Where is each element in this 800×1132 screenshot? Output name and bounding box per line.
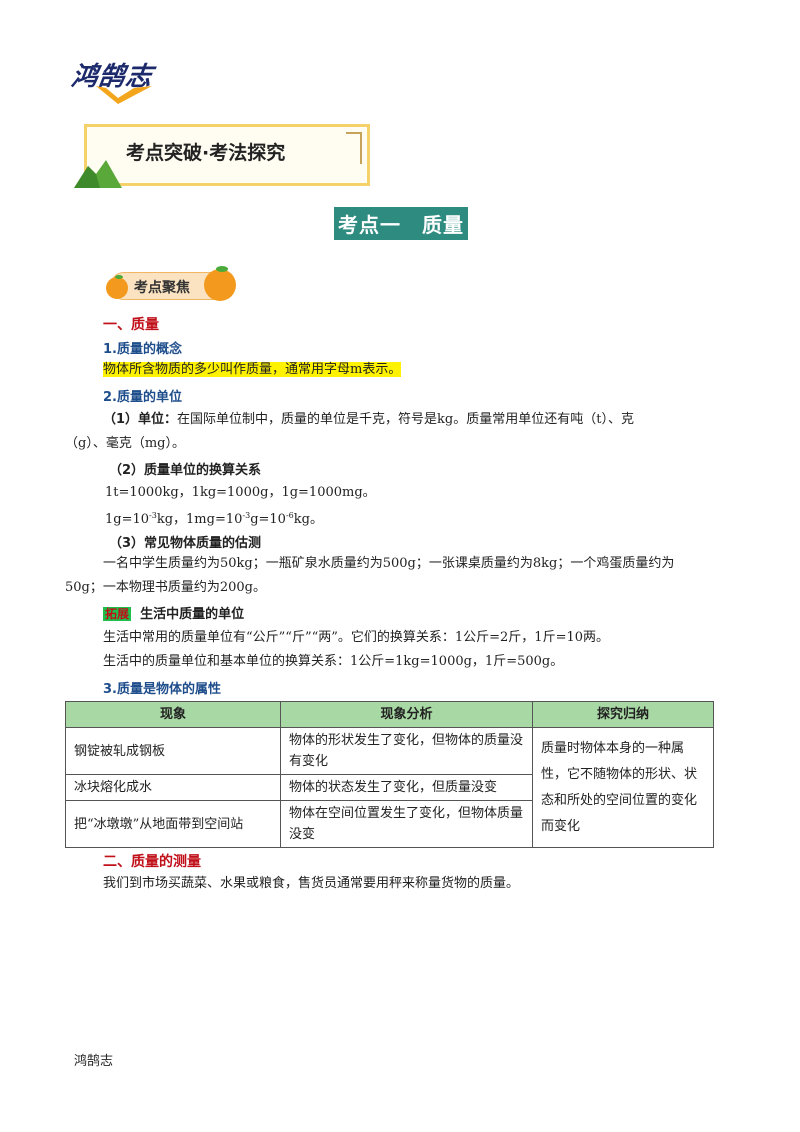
- conclusion-cell: 质量时物体本身的一种属性，它不随物体的形状、状态和所处的空间位置的变化而变化: [532, 727, 714, 848]
- pill-label: 考点聚焦: [134, 280, 190, 296]
- extend-heading: 拓展 生活中质量的单位: [103, 602, 244, 626]
- footer-brand: 鸿鹄志: [74, 1054, 114, 1069]
- check-mark-logo-icon: [96, 86, 152, 104]
- table-row: 把“冰墩墩”从地面带到空间站 物体在空间位置发生了变化，但物体质量没变: [65, 800, 714, 848]
- analysis-cell: 物体的状态发生了变化，但质量没变: [280, 774, 533, 801]
- analysis-cell: 物体在空间位置发生了变化，但物体质量没变: [280, 800, 533, 848]
- highlighted-definition: 物体所含物质的多少叫作质量，通常用字母m表示。: [103, 362, 402, 377]
- phenomenon-cell: 冰块熔化成水: [65, 774, 281, 801]
- exponent: -3: [242, 511, 251, 520]
- brand-logo: 鸿鹄志: [70, 56, 184, 108]
- mountain-icon: [74, 160, 122, 188]
- unit-paragraph: （1）单位：在国际单位制中，质量的单位是千克，符号是kg。质量常用单位还有吨（t…: [103, 409, 743, 431]
- extend-tag: 拓展: [103, 607, 132, 621]
- conversion-heading: （2）质量单位的换算关系: [109, 463, 262, 478]
- exponent: -3: [149, 511, 157, 520]
- section-title: 考点一 质量: [334, 207, 468, 240]
- exponent: -6: [285, 511, 294, 520]
- table-row: 钢锭被轧成钢板 物体的形状发生了变化，但物体的质量没有变化 质量时物体本身的一种…: [65, 727, 714, 848]
- orange-icon: [204, 266, 236, 301]
- banner-corner-decoration: [346, 132, 362, 164]
- focus-pill: 考点聚焦: [104, 264, 238, 304]
- concept-text: 物体所含物质的多少叫作质量，通常用字母m表示。: [103, 359, 402, 381]
- conversion-line2: 1g=10-3kg，1mg=10-3g=10-6kg。: [105, 505, 323, 531]
- table-header-row: 现象 现象分析 探究归纳: [65, 701, 714, 728]
- phenomenon-cell: 钢锭被轧成钢板: [65, 727, 281, 775]
- phenomenon-cell: 把“冰墩墩”从地面带到空间站: [65, 800, 281, 848]
- column-header: 现象分析: [280, 701, 533, 728]
- estimation-heading: （3）常见物体质量的估测: [109, 536, 262, 551]
- conv-part: kg。: [293, 512, 323, 527]
- property-table: 现象 现象分析 探究归纳 钢锭被轧成钢板 物体的形状发生了变化，但物体的质量没有…: [65, 701, 714, 848]
- conv-part: g=10: [250, 512, 286, 527]
- unit-line2: （g）、毫克（mg）。: [65, 436, 185, 451]
- table-row: 冰块熔化成水 物体的状态发生了变化，但质量没变: [65, 774, 714, 801]
- measurement-text: 我们到市场买蔬菜、水果或粮食，售货员通常要用秤来称量货物的质量。: [103, 876, 520, 891]
- extend-title: 生活中质量的单位: [140, 607, 245, 622]
- conversion-line1: 1t=1000kg，1kg=1000g，1g=1000mg。: [105, 485, 376, 500]
- banner-title: 考点突破·考法探究: [126, 142, 286, 164]
- section-banner: 考点突破·考法探究: [74, 122, 370, 188]
- extend-line2: 生活中的质量单位和基本单位的换算关系：1公斤=1kg=1000g，1斤=500g…: [103, 654, 564, 669]
- column-header: 探究归纳: [532, 701, 714, 728]
- subheading-unit-label: 2.质量的单位: [103, 390, 182, 405]
- analysis-cell: 物体的形状发生了变化，但物体的质量没有变化: [280, 727, 533, 775]
- orange-icon: [106, 275, 128, 299]
- subheading-attribute: 3.质量是物体的属性: [103, 682, 221, 697]
- section-heading: 一、质量: [103, 317, 159, 333]
- section-heading: 二、质量的测量: [103, 854, 201, 870]
- estimation-line1: 一名中学生质量约为50kg；一瓶矿泉水质量约为500g；一张课桌质量约为8kg；…: [103, 556, 675, 571]
- unit-line1: 在国际单位制中，质量的单位是千克，符号是kg。质量常用单位还有吨（t）、克: [177, 412, 634, 427]
- estimation-line2: 50g；一本物理书质量约为200g。: [65, 580, 266, 595]
- subheading-concept: 1.质量的概念: [103, 342, 182, 357]
- conv-part: kg，1mg=10: [156, 512, 243, 527]
- column-header: 现象: [65, 701, 281, 728]
- banner-frame: [84, 124, 370, 186]
- extend-line1: 生活中常用的质量单位有“公斤”“斤”“两”。它们的换算关系：1公斤=2斤，1斤=…: [103, 630, 610, 645]
- conv-part: 1g=10: [105, 512, 150, 527]
- unit-label: （1）单位：: [103, 412, 178, 427]
